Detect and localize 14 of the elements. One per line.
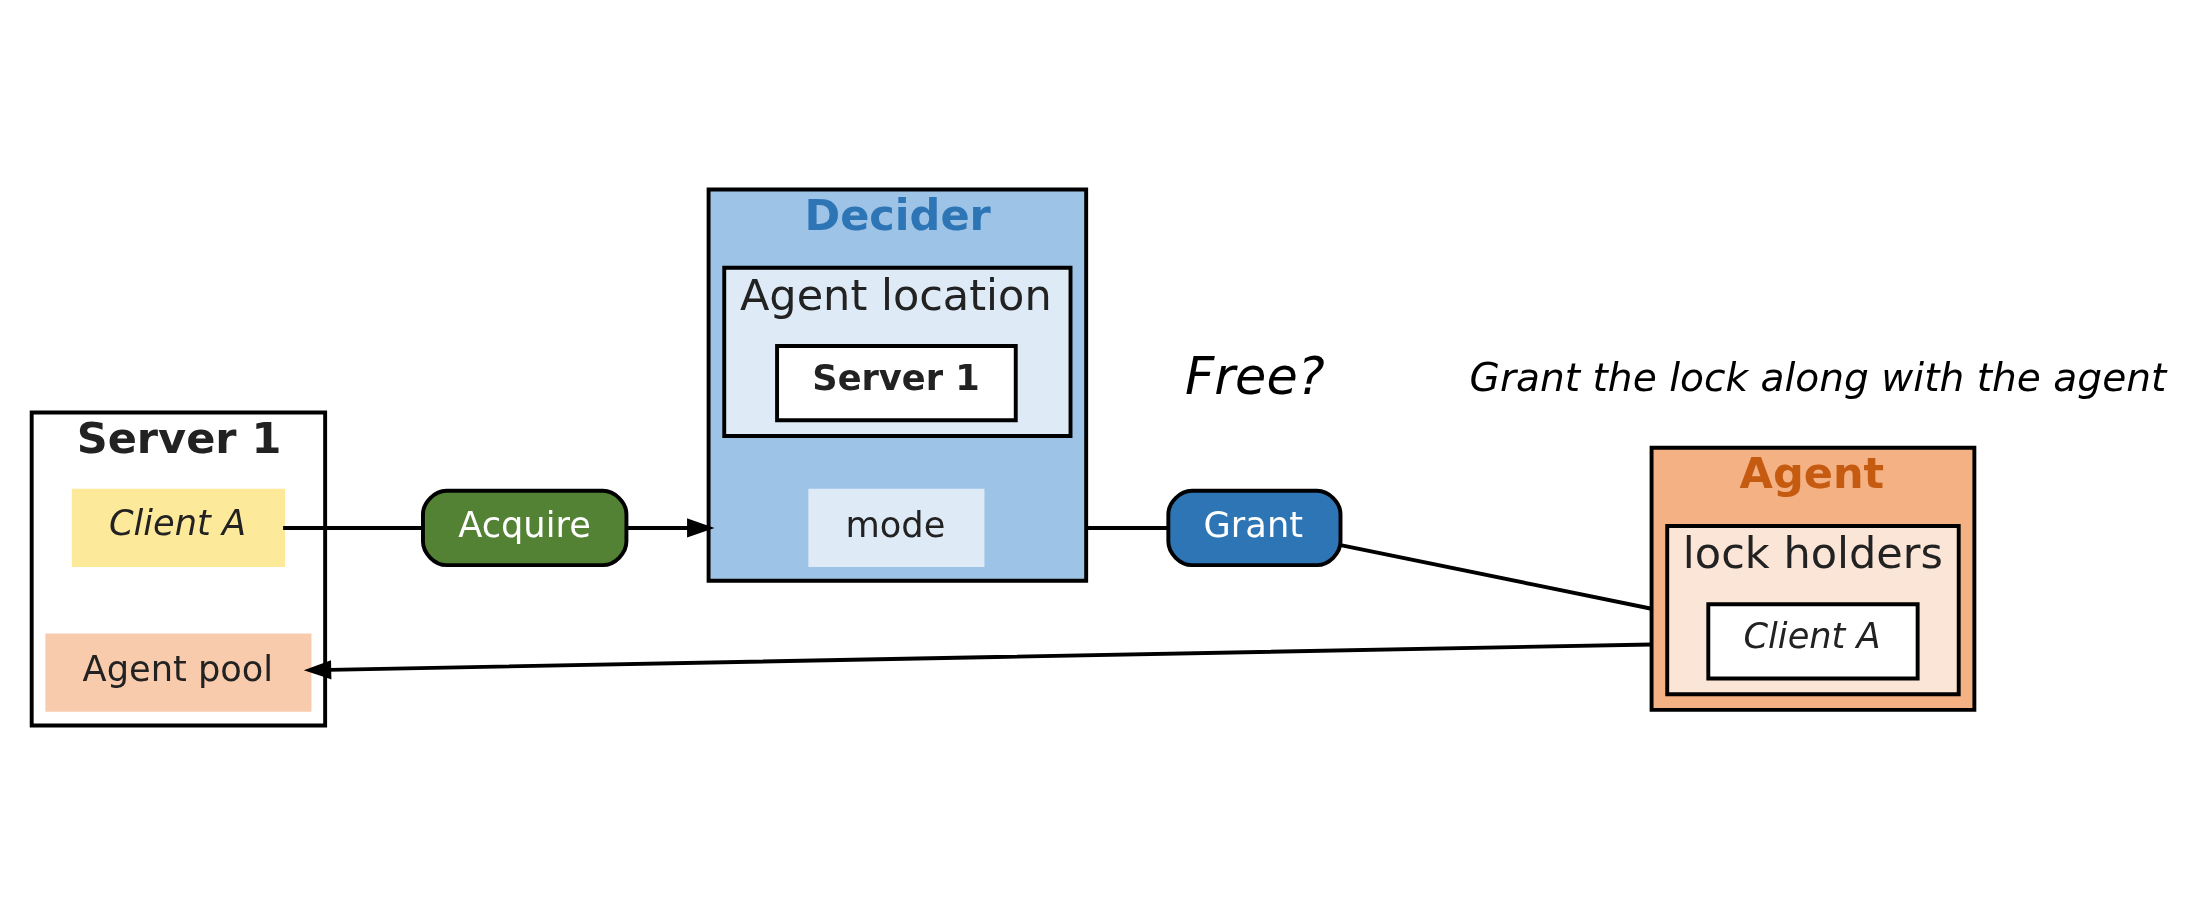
node-box: Agent pool <box>45 633 312 712</box>
node-box: Grant <box>1166 488 1343 567</box>
arrow <box>627 517 715 538</box>
connector <box>1086 525 1169 530</box>
connector <box>283 525 423 530</box>
node-box: Client A <box>71 488 286 567</box>
node-box: mode <box>808 488 985 567</box>
node-box: Server 1 <box>775 343 1018 422</box>
label: Grant the lock along with the agent <box>1469 354 2167 400</box>
connector <box>1340 542 1652 611</box>
node-box: Acquire <box>421 488 629 567</box>
label: Free? <box>1184 346 1325 406</box>
arrow <box>303 642 1652 679</box>
node-box: Client A <box>1706 601 1920 681</box>
